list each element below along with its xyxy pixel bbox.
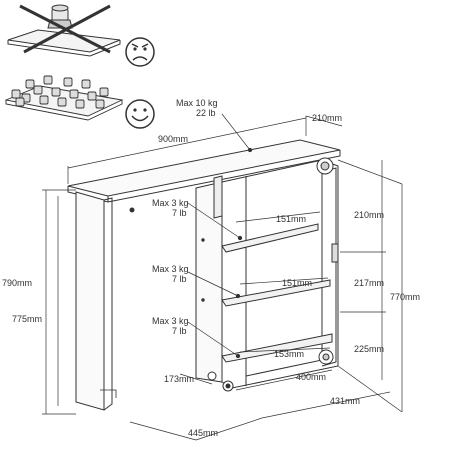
shelf-1-load-weight: Max 3 kg: [152, 198, 189, 208]
shelf-2-load-weight: Max 3 kg: [152, 264, 189, 274]
overall-depth-label: 445mm: [188, 428, 218, 438]
height-total-label: 790mm: [2, 278, 32, 288]
height-cabinet-label: 770mm: [390, 292, 420, 302]
shelf-3-load-weight-lb: 7 lb: [172, 326, 187, 336]
top-load-weight-lb: 22 lb: [196, 108, 216, 118]
dimension-lines: [42, 113, 403, 441]
cabinet-depth-label: 431mm: [330, 396, 360, 406]
shelf-depth-3-label: 153mm: [274, 349, 304, 359]
shelf-spacing-1-label: 210mm: [354, 210, 384, 220]
shelf-2-load-weight-lb: 7 lb: [172, 274, 187, 284]
shelf-spacing-2-label: 217mm: [354, 278, 384, 288]
shelf-3-load-weight: Max 3 kg: [152, 316, 189, 326]
shelf-depth-1-label: 151mm: [276, 214, 306, 224]
smiling-face-icon: [125, 99, 155, 129]
correct-load-illustration: [4, 75, 124, 121]
console-table-drawing: [67, 139, 341, 411]
shelf-spacing-3-label: 225mm: [354, 344, 384, 354]
frowning-face-icon: [125, 37, 155, 67]
top-depth-label: 210mm: [312, 113, 342, 123]
shelf-depth-2-label: 151mm: [282, 278, 312, 288]
cabinet-width-label: 400mm: [296, 372, 326, 382]
top-load-weight: Max 10 kg: [176, 98, 218, 108]
leg-width-label: 173mm: [164, 374, 194, 384]
top-width-label: 900mm: [158, 134, 188, 144]
height-inner-label: 775mm: [12, 314, 42, 324]
wrong-load-illustration: [7, 4, 121, 57]
shelf-1-load-weight-lb: 7 lb: [172, 208, 187, 218]
